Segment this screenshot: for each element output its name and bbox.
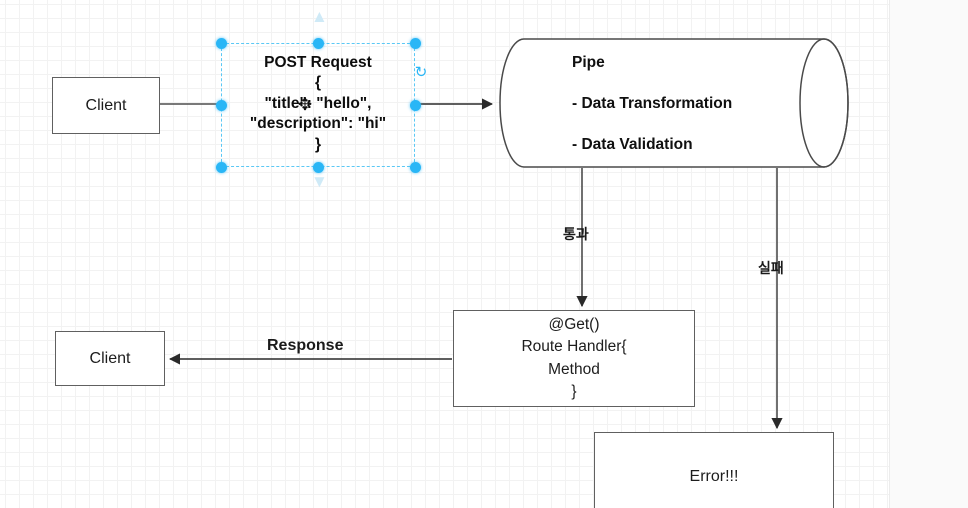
resize-handle-bottom-right[interactable] [409,161,421,173]
move-cursor-icon: ✥ [297,95,313,115]
drag-guide-down-icon: ▼ [311,172,328,191]
rotate-handle-icon[interactable]: ↻ [414,64,428,81]
selected-text-content[interactable]: POST Request { "title": "hello", "descri… [249,54,387,153]
pipe-title: Pipe [572,54,605,71]
node-client-top[interactable]: Client [52,77,160,134]
selected-text-object[interactable]: POST Request { "title": "hello", "descri… [215,8,427,190]
resize-handle-top-right[interactable] [409,37,421,49]
edge-label-fail: 실패 [758,260,784,276]
node-error[interactable]: Error!!! [594,432,834,508]
diagram-canvas[interactable]: Client Client Pipe - Data Transformation… [0,0,889,508]
resize-handle-bottom-left[interactable] [215,161,227,173]
node-client-bottom[interactable]: Client [55,331,165,386]
pipe-bullet-validation: - Data Validation [572,136,693,154]
node-route-handler[interactable]: @Get() Route Handler{ Method } [453,310,695,407]
drag-guide-up-icon: ▲ [311,7,328,26]
pipe-text-block: Pipe - Data Transformation - Data Valida… [572,54,832,153]
resize-handle-top-left[interactable] [215,37,227,49]
pipe-bullet-transformation: - Data Transformation [572,95,733,113]
resize-handle-top-center[interactable] [312,37,324,49]
right-side-panel [889,0,968,508]
edge-label-response: Response [267,337,344,354]
resize-handle-middle-left[interactable] [215,99,227,111]
resize-handle-bottom-center[interactable] [312,161,324,173]
edge-label-pass: 통과 [563,226,589,242]
node-pipe[interactable]: Pipe - Data Transformation - Data Valida… [499,38,849,168]
pipe-cylinder-shape [499,38,849,168]
resize-handle-middle-right[interactable] [409,99,421,111]
